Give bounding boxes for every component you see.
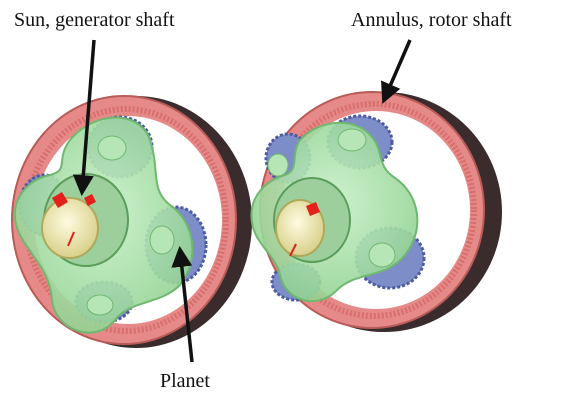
planetary-gear-assembly-icon [251, 92, 502, 332]
label-annulus-rotor-shaft: Annulus, rotor shaft [351, 10, 512, 30]
carrier-hole-top [338, 129, 366, 151]
label-sun-generator-shaft: Sun, generator shaft [14, 10, 175, 30]
carrier-hole-bottom [87, 295, 113, 315]
carrier-hole-left [268, 154, 288, 176]
carrier-hole-top [98, 136, 126, 160]
planetary-gear-assembly-icon [12, 96, 252, 348]
arrow-annulus [384, 40, 410, 100]
sun-shaft-bore [42, 198, 98, 258]
carrier-hole-right [369, 243, 395, 267]
carrier-hole-right [150, 226, 174, 254]
label-planet: Planet [160, 371, 210, 391]
